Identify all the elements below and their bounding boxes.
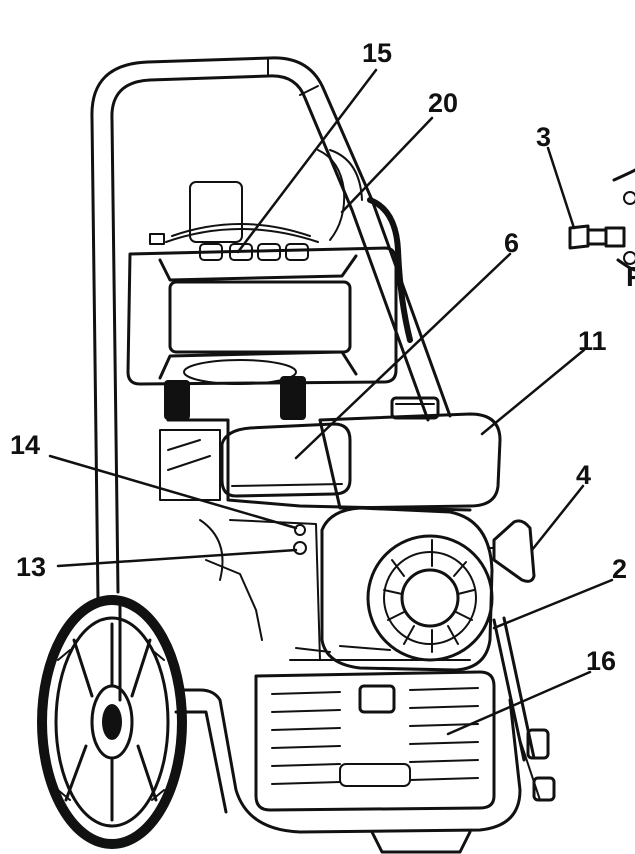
air-filter bbox=[220, 422, 352, 498]
starter-handle bbox=[487, 519, 536, 583]
base-frame bbox=[174, 645, 522, 854]
leader-15 bbox=[236, 68, 378, 254]
cropped-edge-letter: P bbox=[626, 261, 635, 292]
leader-20 bbox=[340, 116, 434, 214]
callout-13: 13 bbox=[16, 552, 46, 582]
handle-frame bbox=[90, 56, 452, 702]
callout-15: 15 bbox=[362, 38, 392, 68]
leader-4 bbox=[530, 484, 585, 552]
leader-13 bbox=[56, 548, 298, 568]
callout-2: 2 bbox=[612, 554, 627, 584]
callout-labels: 15 20 3 6 11 14 4 2 13 16 bbox=[10, 38, 627, 676]
leader-lines bbox=[48, 68, 614, 736]
callout-3: 3 bbox=[536, 122, 551, 152]
leader-2 bbox=[492, 578, 614, 630]
spray-wand bbox=[492, 616, 556, 802]
leader-3 bbox=[546, 146, 576, 230]
gun-detail-cropped: P bbox=[568, 168, 635, 292]
callout-16: 16 bbox=[586, 646, 616, 676]
leader-16 bbox=[446, 670, 592, 736]
pump-mount bbox=[164, 359, 306, 420]
control-panel bbox=[126, 181, 398, 386]
leader-14 bbox=[48, 454, 298, 530]
leader-11 bbox=[480, 348, 586, 436]
wheel bbox=[37, 595, 187, 849]
callout-20: 20 bbox=[428, 88, 458, 118]
fuel-tank bbox=[318, 396, 502, 510]
callout-14: 14 bbox=[10, 430, 40, 460]
leader-6 bbox=[294, 252, 512, 460]
callout-6: 6 bbox=[504, 228, 519, 258]
callout-11: 11 bbox=[578, 326, 607, 356]
callout-4: 4 bbox=[576, 460, 591, 490]
nozzle-tips bbox=[149, 233, 309, 261]
